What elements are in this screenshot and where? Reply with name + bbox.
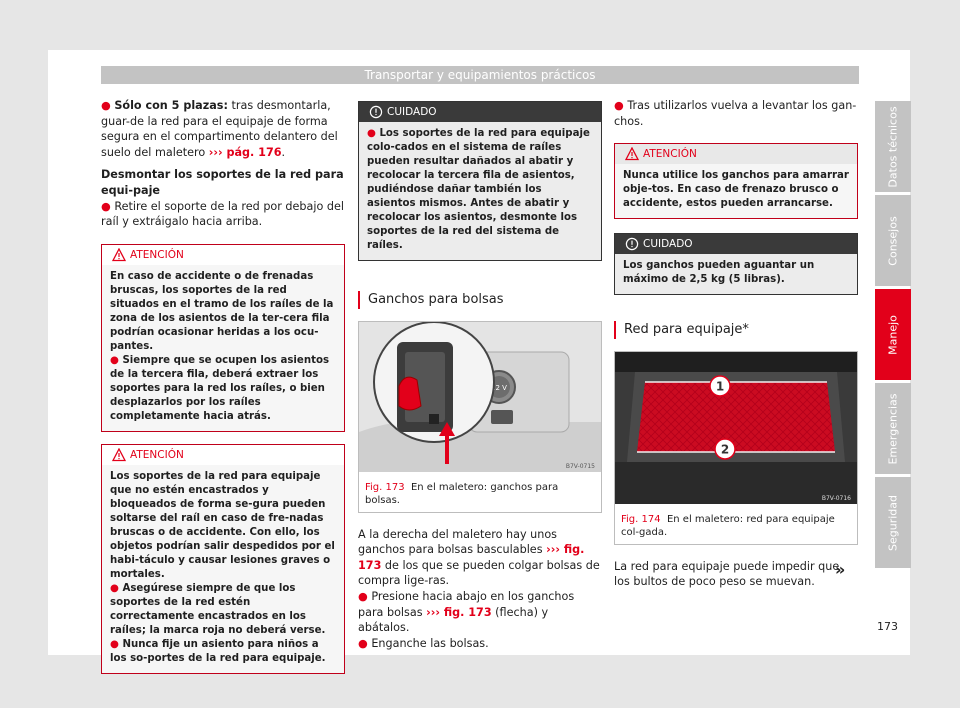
tab-emergencias[interactable]: Emergencias bbox=[875, 383, 911, 474]
warning-icon bbox=[112, 247, 126, 261]
paragraph: ● Retire el soporte de la red por debajo… bbox=[101, 199, 344, 229]
tab-consejos[interactable]: Consejos bbox=[875, 195, 911, 286]
marker-2: 2 bbox=[721, 443, 729, 457]
column-1: ● Sólo con 5 plazas: tras desmontarla, g… bbox=[101, 98, 345, 674]
section-title: Ganchos para bolsas bbox=[358, 291, 602, 309]
caution-header: CUIDADO bbox=[359, 102, 601, 122]
warning-box: ATENCIÓN Nunca utilice los ganchos para … bbox=[614, 143, 858, 220]
warning-header: ATENCIÓN bbox=[102, 244, 344, 265]
paragraph: ● Sólo con 5 plazas: tras desmontarla, g… bbox=[101, 99, 338, 159]
figure-caption: Fig. 173 En el maletero: ganchos para bo… bbox=[365, 481, 559, 506]
paragraph: ● Enganche las bolsas. bbox=[358, 636, 489, 650]
figure-link[interactable]: ››› fig. 173 bbox=[358, 543, 585, 572]
page-link[interactable]: ››› pág. 176 bbox=[208, 145, 282, 159]
paragraph: ● Presione hacia abajo en los ganchos pa… bbox=[358, 589, 575, 635]
warning-header: ATENCIÓN bbox=[102, 444, 344, 465]
warning-box: ATENCIÓN Los soportes de la red para equ… bbox=[101, 443, 345, 674]
column-3: ● Tras utilizarlos vuelva a levantar los… bbox=[614, 98, 858, 590]
figure-link[interactable]: ››› fig. 173 bbox=[426, 605, 492, 619]
luggage-net-photo: 1 2 B7V-0716 bbox=[615, 352, 857, 505]
figure-174: 1 2 B7V-0716 Fig. 174 En el maletero: re… bbox=[614, 351, 858, 545]
subheading: Desmontar los soportes de la red para eq… bbox=[101, 168, 344, 197]
caution-header: CUIDADO bbox=[615, 234, 857, 255]
caution-box: CUIDADO Los ganchos pueden aguantar un m… bbox=[614, 233, 858, 296]
tab-seguridad[interactable]: Seguridad bbox=[875, 477, 911, 568]
section-tabs: Datos técnicos Consejos Manejo Emergenci… bbox=[875, 101, 911, 571]
caution-box: CUIDADO ● Los soportes de la red para eq… bbox=[358, 101, 602, 261]
section-title: Red para equipaje* bbox=[614, 321, 858, 340]
warning-icon bbox=[625, 147, 639, 161]
page-number: 173 bbox=[877, 620, 898, 633]
figure-code: B7V-0716 bbox=[822, 495, 851, 502]
figure-173: 12 V B7V-0715 Fig. 173 En el maletero: g… bbox=[358, 321, 602, 513]
marker-1: 1 bbox=[716, 380, 724, 394]
page-header: Transportar y equipamientos prácticos bbox=[101, 66, 859, 84]
hooks-photo: 12 V B7V-0715 bbox=[359, 321, 601, 472]
warning-header: ATENCIÓN bbox=[615, 144, 857, 165]
tab-datos-tecnicos[interactable]: Datos técnicos bbox=[875, 101, 911, 192]
info-circle-icon bbox=[625, 237, 639, 251]
paragraph: A la derecha del maletero hay unos ganch… bbox=[358, 527, 600, 588]
continue-arrow: » bbox=[835, 560, 846, 579]
warning-box: ATENCIÓN En caso de accidente o de frena… bbox=[101, 243, 345, 432]
figure-code: B7V-0715 bbox=[566, 463, 595, 470]
warning-icon bbox=[112, 447, 126, 461]
paragraph: ● Tras utilizarlos vuelva a levantar los… bbox=[614, 99, 857, 128]
paragraph: La red para equipaje puede impedir que l… bbox=[614, 559, 840, 589]
tab-manejo[interactable]: Manejo bbox=[875, 289, 911, 380]
column-2: CUIDADO ● Los soportes de la red para eq… bbox=[358, 98, 602, 651]
socket-label: 12 V bbox=[491, 384, 507, 392]
info-circle-icon bbox=[369, 105, 383, 119]
figure-caption: Fig. 174 En el maletero: red para equipa… bbox=[621, 513, 835, 538]
